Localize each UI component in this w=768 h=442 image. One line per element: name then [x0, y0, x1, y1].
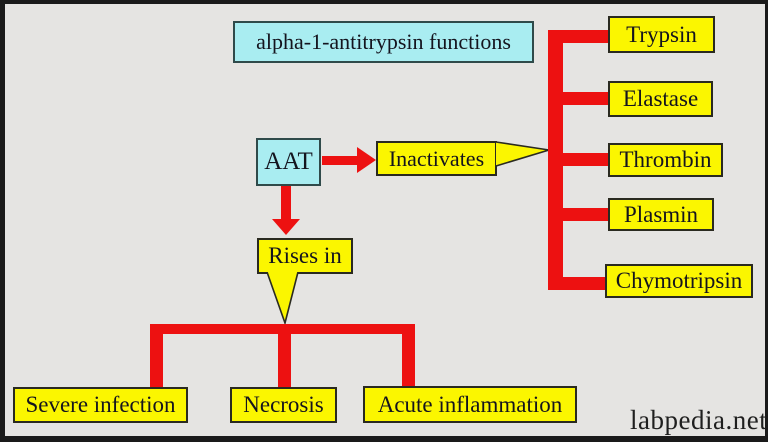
inactivates-callout-pointer: [495, 141, 550, 167]
target-plasmin: Plasmin: [608, 198, 714, 231]
cause-necrosis: Necrosis: [230, 387, 337, 423]
frame-border-right: [765, 0, 768, 442]
branch-plasmin: [548, 208, 608, 221]
rises-in-node: Rises in: [257, 238, 353, 274]
cause-acute-inflammation: Acute inflammation: [363, 386, 577, 423]
drop-acute-inflammation: [402, 324, 415, 387]
frame-border-left: [0, 0, 5, 442]
diagram-title: alpha-1-antitrypsin functions: [233, 21, 534, 63]
aat-node: AAT: [256, 138, 321, 186]
branch-elastase: [548, 92, 608, 105]
arrow-down-head-icon: [272, 219, 300, 235]
rises-in-callout-pointer: [266, 272, 299, 325]
cause-severe-infection: Severe infection: [13, 387, 188, 423]
frame-border-top: [0, 0, 768, 4]
watermark-text: labpedia.net: [630, 405, 768, 435]
drop-severe-infection: [150, 324, 163, 387]
arrow-aat-to-inactivates-shaft: [322, 156, 358, 165]
branch-trypsin: [548, 30, 608, 43]
drop-necrosis: [278, 324, 291, 387]
target-chymotripsin: Chymotripsin: [605, 264, 753, 298]
frame-border-bottom: [0, 436, 768, 442]
arrow-aat-to-rises-shaft: [281, 186, 291, 220]
inactivates-node: Inactivates: [376, 141, 497, 176]
branch-thrombin: [548, 153, 608, 166]
arrow-right-head-icon: [357, 147, 376, 173]
target-elastase: Elastase: [608, 81, 713, 117]
target-trypsin: Trypsin: [608, 16, 715, 53]
target-thrombin: Thrombin: [608, 143, 723, 177]
branch-chymotripsin: [548, 277, 608, 290]
